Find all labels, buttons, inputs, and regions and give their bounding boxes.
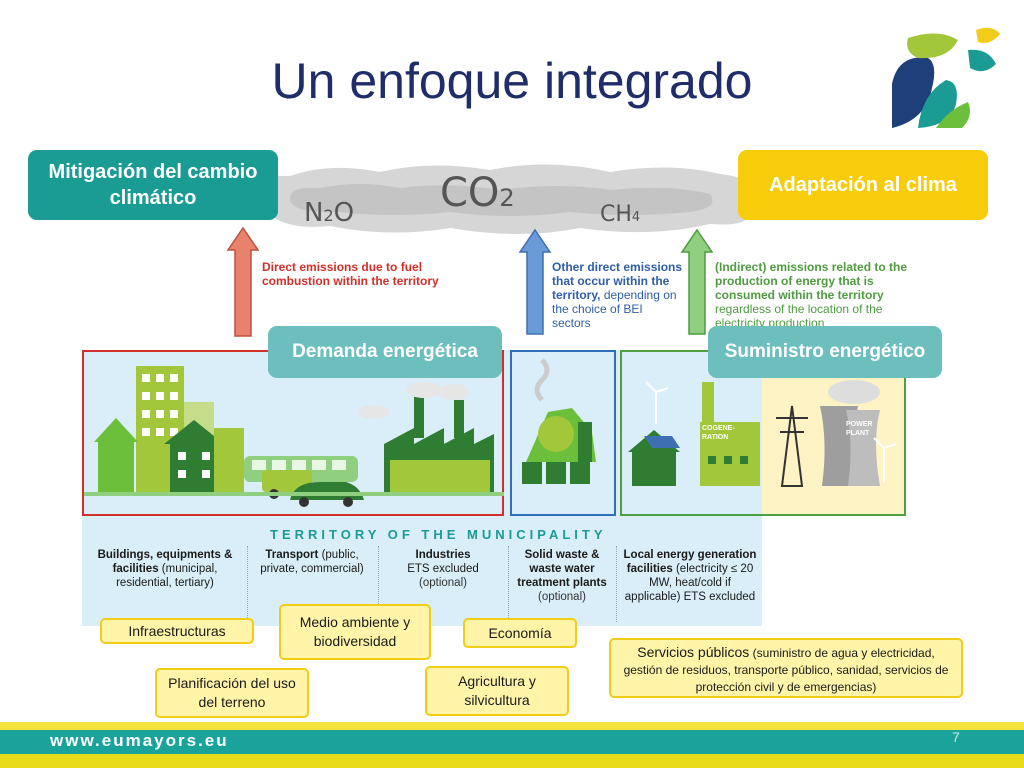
indirect-emissions-arrow bbox=[680, 228, 714, 335]
page-title: Un enfoque integrado bbox=[271, 53, 753, 109]
footer-bottom-stripe bbox=[0, 754, 1024, 768]
co2-label: CO2 bbox=[440, 170, 515, 216]
sector-land-planning: Planificación del uso del terreno bbox=[155, 668, 309, 718]
separator-1 bbox=[247, 546, 248, 622]
column-local-energy: Local energy generation facilities (elec… bbox=[623, 549, 757, 603]
footer-url[interactable]: www.eumayors.eu bbox=[50, 731, 229, 750]
waste-illustration bbox=[522, 358, 596, 484]
column-waste: Solid waste & waste water treatment plan… bbox=[517, 549, 607, 603]
cogeneration-label: COGENE-RATION bbox=[702, 425, 735, 441]
footer-bar bbox=[0, 730, 1024, 754]
supply-illustration bbox=[628, 380, 897, 487]
covenant-logo bbox=[892, 27, 1000, 128]
emissions-cloud bbox=[258, 164, 752, 234]
separator-2 bbox=[378, 546, 379, 622]
other-emissions-arrow bbox=[518, 228, 552, 335]
page-number: 7 bbox=[952, 729, 960, 745]
city-illustration bbox=[84, 366, 504, 507]
sector-agriculture: Agricultura y silvicultura bbox=[425, 666, 569, 716]
power-plant-label: POWER PLANT bbox=[846, 421, 873, 437]
column-buildings: Buildings, equipments & facilities (muni… bbox=[97, 549, 233, 589]
waste-region bbox=[510, 350, 616, 516]
direct-emissions-arrow bbox=[226, 226, 260, 337]
n2o-label: N2O bbox=[304, 198, 355, 228]
territory-label: TERRITORY OF THE MUNICIPALITY bbox=[270, 527, 607, 542]
adaptation-pill: Adaptación al clima bbox=[738, 150, 988, 220]
other-emissions-note: Other direct emissions that occur within… bbox=[552, 260, 683, 330]
mitigation-pill: Mitigación del cambio climático bbox=[28, 150, 278, 220]
separator-3 bbox=[508, 546, 509, 622]
ch4-label: CH4 bbox=[600, 202, 641, 227]
sector-public-services: Servicios públicos (suministro de agua y… bbox=[609, 638, 963, 698]
sector-infrastructure: Infraestructuras bbox=[100, 618, 254, 644]
direct-emissions-note: Direct emissions due to fuel combustion … bbox=[262, 260, 439, 288]
supply-pill: Suministro energético bbox=[708, 326, 942, 378]
demand-pill: Demanda energética bbox=[268, 326, 502, 378]
separator-4 bbox=[616, 546, 617, 622]
sector-economy: Economía bbox=[463, 618, 577, 648]
column-transport: Transport (public, private, commercial) bbox=[260, 549, 364, 575]
indirect-emissions-note: (Indirect) emissions related to the prod… bbox=[715, 260, 908, 328]
footer-top-stripe bbox=[0, 722, 1024, 730]
sector-environment: Medio ambiente y biodiversidad bbox=[279, 604, 431, 660]
